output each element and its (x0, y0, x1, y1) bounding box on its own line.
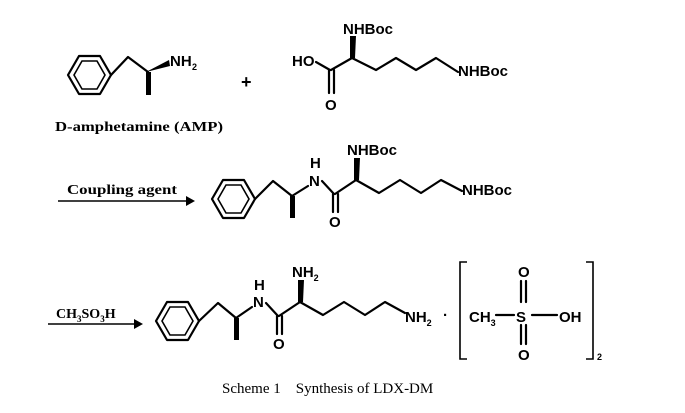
methanesulfonic-acid-salt: CH3 S OH O O 2 (459, 261, 602, 364)
nhboc-side-label: NHBoc (462, 182, 512, 199)
amide-h-label: H (310, 155, 321, 172)
amide-bond (264, 301, 280, 318)
carbonyl-oxygen: O (329, 214, 341, 231)
methyl-wedge-bond (234, 318, 239, 340)
plus-sign: + (241, 72, 252, 92)
reaction-arrowhead-1 (186, 196, 195, 206)
amine-label: NH (170, 53, 192, 70)
nhboc-top-label: NHBoc (347, 142, 397, 159)
right-bracket (586, 261, 594, 360)
amphetamine-structure: NH 2 (66, 53, 197, 96)
nhboc-wedge-bond (350, 36, 356, 58)
amphetamine-chain (197, 301, 238, 323)
amide-n-label: N (253, 294, 264, 311)
sulfonyl-oxygen-top: O (518, 264, 530, 281)
nhboc-top-label: NHBoc (343, 21, 393, 38)
hydroxyl-label: OH (559, 309, 582, 326)
methyl-wedge-bond (146, 72, 151, 95)
sulfur-label: S (516, 309, 526, 326)
benzene-inner-ring (217, 184, 250, 214)
salt-dot: · (443, 307, 448, 324)
nhboc-side-label: NHBoc (458, 63, 508, 80)
amphetamine-name: D-amphetamine (AMP) (55, 120, 223, 135)
amphetamine-chain (109, 55, 150, 77)
amine-top-label: NH2 (292, 264, 319, 283)
nhboc-wedge-bond (354, 158, 360, 180)
benzene-inner-ring (161, 306, 194, 336)
amine-wedge-bond (298, 280, 304, 302)
salt-methyl-label: CH3 (469, 309, 496, 328)
methyl-wedge-bond (290, 196, 295, 218)
amide-h-label: H (254, 277, 265, 294)
lysine-side-chain (354, 178, 464, 195)
left-bracket (459, 261, 467, 360)
hydroxyl-label: HO (292, 53, 315, 70)
amine-wedge-bond (146, 60, 170, 72)
carbonyl-oxygen: O (273, 336, 285, 353)
coupling-agent-label: Coupling agent (67, 183, 177, 198)
amine-subscript: 2 (192, 62, 197, 72)
ldx-product-structure: H N O NH2 NH2 · (154, 264, 448, 353)
reagent-ch3so3h: CH3SO3H (56, 307, 116, 324)
salt-count: 2 (597, 352, 602, 362)
oh-bond (314, 60, 332, 72)
lysine-side-chain (298, 300, 407, 317)
amine-side-label: NH2 (405, 309, 432, 328)
alpha-bond (277, 300, 302, 318)
n-bond (234, 305, 254, 320)
alpha-bond (333, 178, 358, 196)
boc-lysine-structure: HO O NHBoc NHBoc (292, 21, 508, 114)
reaction-arrowhead-2 (134, 319, 143, 329)
amide-n-label: N (309, 173, 320, 190)
lysine-side-chain (350, 56, 460, 74)
amphetamine-chain (253, 179, 294, 201)
amide-bond (320, 179, 336, 196)
benzene-inner-ring (73, 60, 106, 90)
coupled-product-structure: H N O NHBoc NHBoc (210, 142, 512, 231)
n-bond (290, 184, 310, 198)
scheme-caption: Scheme 1 Synthesis of LDX-DM (222, 381, 433, 397)
carbonyl-oxygen: O (325, 97, 337, 114)
sulfonyl-oxygen-bottom: O (518, 347, 530, 364)
alpha-bond (329, 56, 354, 72)
